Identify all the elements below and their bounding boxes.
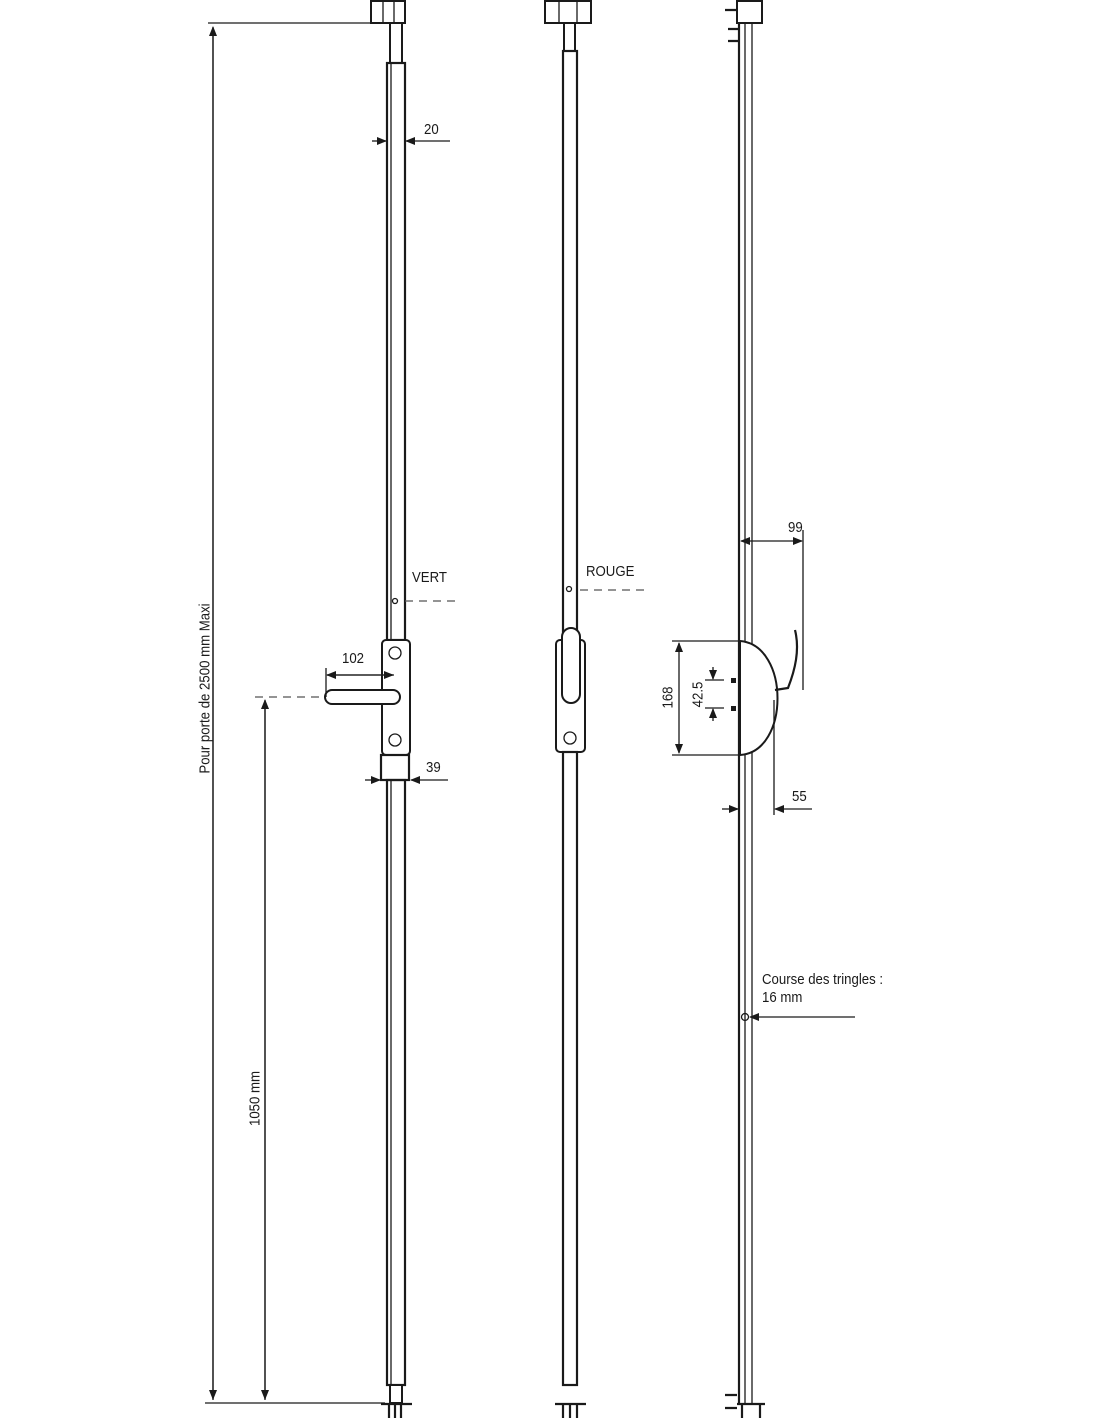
- red-marker-label: ROUGE: [586, 563, 635, 580]
- top-cap: [370, 0, 406, 24]
- plate-projection-label: 55: [792, 788, 807, 805]
- top-cap: [544, 0, 592, 24]
- travel-marker: [740, 1012, 750, 1022]
- plate-height-dimension: [672, 640, 740, 756]
- lever-handle: [324, 689, 401, 705]
- red-marker-dot: [565, 585, 573, 593]
- upper-rod: [385, 61, 407, 642]
- case-width-label: 39: [426, 759, 441, 776]
- upper-rod: [561, 49, 579, 642]
- lower-rod: [385, 778, 407, 1387]
- handle-plate: [739, 639, 779, 757]
- front-view-middle: [544, 0, 650, 1418]
- green-marker-label: VERT: [412, 569, 447, 586]
- green-marker-dot: [391, 597, 399, 605]
- rod-width-label: 20: [424, 121, 439, 138]
- side-handle: [774, 629, 799, 692]
- lower-rod: [561, 750, 579, 1387]
- total-height-dimension: [205, 22, 385, 1404]
- plate-projection-dimension: [722, 700, 812, 815]
- front-view-left: [324, 0, 455, 1418]
- spindle-spacing-label: 42.5: [689, 681, 707, 708]
- rod-travel-label-line1: Course des tringles :: [762, 971, 884, 988]
- plate-height-label: 168: [659, 686, 677, 709]
- side-view-right: [725, 0, 799, 1418]
- handle-length-dimension: [325, 668, 394, 697]
- handle-height-dimension: [255, 696, 330, 1400]
- handle-projection-dimension: [740, 530, 804, 690]
- total-height-label: Pour porte de 2500 mm Maxi: [196, 603, 214, 774]
- handle-height-label: 1050 mm: [246, 1070, 264, 1127]
- handle-slot: [561, 627, 581, 704]
- handle-length-label: 102: [342, 650, 365, 667]
- handle-projection-label: 99: [788, 519, 803, 536]
- rod-travel-label-line2: 16 mm: [762, 989, 803, 1006]
- top-cap: [736, 0, 763, 24]
- spindle-spacing-dimension: [705, 667, 724, 721]
